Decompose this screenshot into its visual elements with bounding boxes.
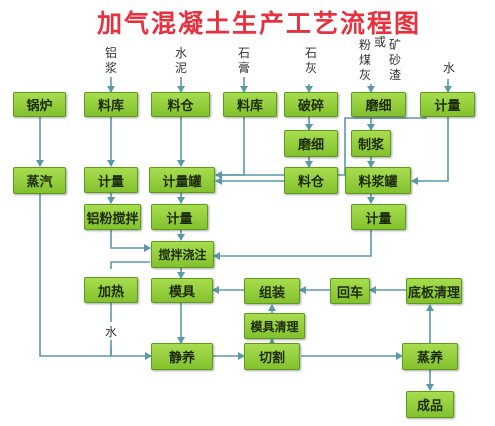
step-grind-lime: 磨细 xyxy=(284,130,338,157)
label-aluminum-paste: 铝浆 xyxy=(104,46,117,75)
step-assemble: 组装 xyxy=(244,278,300,304)
step-boiler: 锅炉 xyxy=(13,92,66,117)
label-fly-ash: 粉煤灰 xyxy=(358,38,371,82)
label-cement: 水泥 xyxy=(174,46,187,75)
label-water-top: 水 xyxy=(443,61,456,75)
step-autoclave-curing: 蒸养 xyxy=(402,343,458,370)
label-gypsum: 石膏 xyxy=(237,46,250,75)
label-lime: 石灰 xyxy=(304,46,317,75)
step-base-plate-cleaning: 底板清理 xyxy=(406,278,462,304)
step-grind-flyash: 磨细 xyxy=(351,92,406,117)
step-cutting: 切割 xyxy=(244,343,300,370)
step-silo-lime: 料仓 xyxy=(284,167,338,194)
step-stock-aluminum: 料库 xyxy=(84,92,138,117)
step-stir-pour: 搅拌浇注 xyxy=(151,241,214,268)
step-meter-tank: 计量罐 xyxy=(149,167,215,193)
step-return-car: 回车 xyxy=(330,278,370,304)
step-mold-cleaning: 模具清理 xyxy=(244,313,305,339)
step-slurry-tank: 料浆罐 xyxy=(345,167,411,194)
step-mold: 模具 xyxy=(151,278,213,303)
label-water-heat: 水 xyxy=(105,325,118,339)
step-steam: 蒸汽 xyxy=(13,167,66,194)
step-pulping: 制浆 xyxy=(351,130,391,157)
step-meter-water: 计量 xyxy=(420,92,475,117)
step-aluminum-mixing: 铝粉搅拌 xyxy=(84,204,141,230)
step-curing: 静养 xyxy=(151,343,213,370)
step-stock-gypsum: 料库 xyxy=(223,92,277,117)
step-crush: 破碎 xyxy=(284,92,338,117)
label-or: 或 xyxy=(374,35,387,49)
step-meter-right: 计量 xyxy=(351,204,406,230)
step-finished-product: 成品 xyxy=(406,391,454,418)
step-heating: 加热 xyxy=(84,277,138,303)
step-meter-middle: 计量 xyxy=(151,204,208,230)
step-silo-cement: 料仓 xyxy=(151,92,210,117)
page-title: 加气混凝土生产工艺流程图 xyxy=(97,9,422,38)
label-slag-sand: 矿砂渣 xyxy=(388,38,401,82)
step-meter-aluminum: 计量 xyxy=(84,167,138,193)
